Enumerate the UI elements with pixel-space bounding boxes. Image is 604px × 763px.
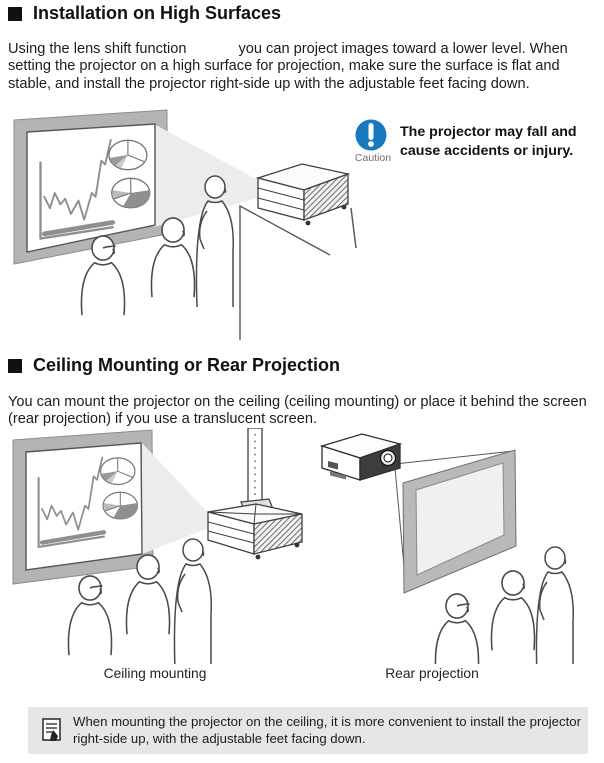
caption-rear-projection: Rear projection [385, 666, 479, 681]
paragraph-ceiling-rear: You can mount the projector on the ceili… [8, 393, 587, 428]
square-bullet-icon [8, 6, 22, 21]
body-text-start: Using the lens shift function [8, 40, 187, 57]
ceiling-projector [207, 503, 303, 560]
caution-text: The projector may fall and cause acciden… [400, 124, 577, 159]
audience-person [490, 570, 536, 651]
rear-projector [319, 433, 403, 481]
section-heading-ceiling-rear: Ceiling Mounting or Rear Projection [8, 355, 340, 376]
body-text-end: you can project images toward a lower le… [8, 40, 568, 92]
section-heading-high-surfaces: Installation on High Surfaces [8, 3, 281, 24]
ceiling-pole [240, 428, 274, 513]
square-bullet-icon [8, 358, 22, 373]
standing-person [535, 546, 575, 664]
ceiling-mounting-illustration [12, 428, 303, 664]
note-text: When mounting the projector on the ceili… [73, 713, 581, 746]
rear-projection-illustration [319, 433, 575, 664]
caution-callout: Caution The projector may fall and cause… [354, 118, 602, 164]
projection-beam [154, 124, 258, 227]
audience-person-glasses [68, 576, 111, 655]
caution-label: Caution [354, 152, 392, 164]
projector [255, 163, 351, 226]
projection-beam [142, 443, 209, 554]
high-surface-illustration [13, 109, 357, 340]
audience-person-glasses [435, 594, 478, 664]
caption-ceiling-mounting: Ceiling mounting [103, 666, 207, 681]
caution-icon [355, 119, 387, 151]
screen-inner-area [415, 462, 505, 576]
presenter-person [173, 538, 213, 664]
heading-text: Installation on High Surfaces [33, 3, 282, 23]
note-box: When mounting the projector on the ceili… [28, 707, 588, 754]
heading-text: Ceiling Mounting or Rear Projection [33, 355, 341, 375]
table-surface [239, 204, 357, 340]
note-memo-icon [42, 717, 61, 741]
